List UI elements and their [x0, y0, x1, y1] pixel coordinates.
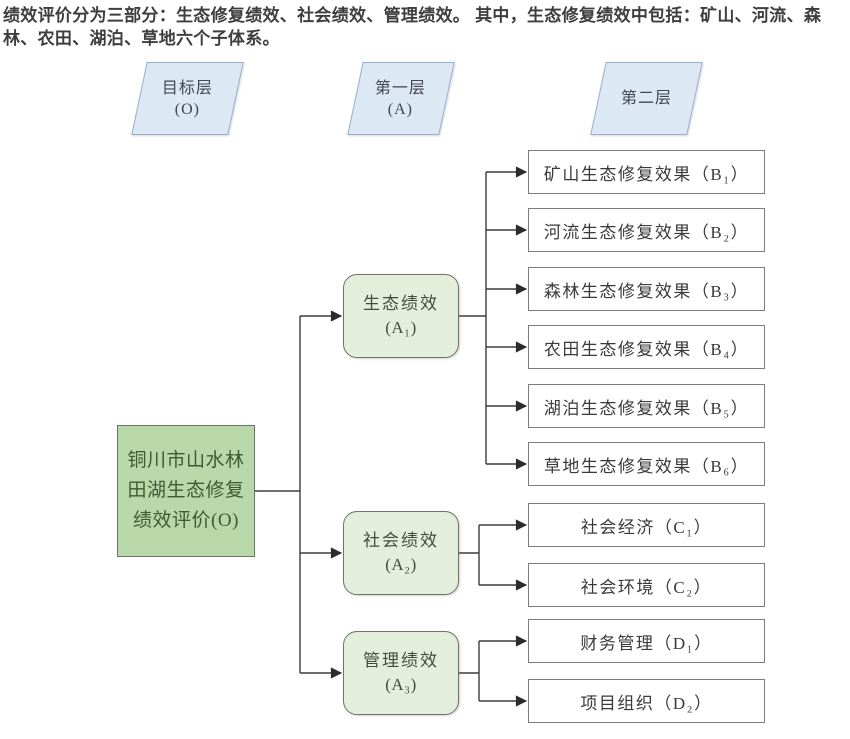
leaf-node-b5: 湖泊生态修复效果（B₅）: [528, 384, 765, 428]
leaf-node-c2: 社会环境（C₂）: [528, 563, 765, 607]
layer-header-first-code: (A): [388, 100, 414, 118]
leaf-node-c1-label: 社会经济（C₁）: [580, 517, 713, 537]
branch-node-a2-label: 社会绩效: [363, 531, 439, 550]
branch-node-a2: 社会绩效 (A₂): [343, 511, 459, 595]
leaf-node-d1-label: 财务管理（D₁）: [580, 633, 713, 653]
leaf-node-b5-label: 湖泊生态修复效果（B₅）: [543, 398, 750, 418]
leaf-node-b4: 农田生态修复效果（B₄）: [528, 325, 765, 369]
layer-header-second-title: 第二层: [620, 90, 672, 107]
branch-node-a3: 管理绩效 (A₃): [343, 631, 459, 715]
leaf-node-d2: 项目组织（D₂）: [528, 679, 765, 723]
branch-node-a3-label: 管理绩效: [363, 651, 439, 670]
root-node-label: 铜川市山水林田湖生态修复绩效评价(O): [127, 450, 245, 531]
leaf-node-b6: 草地生态修复效果（B₆）: [528, 442, 765, 486]
leaf-node-d2-label: 项目组织（D₂）: [580, 693, 713, 713]
layer-header-goal-code: (O): [174, 100, 201, 118]
leaf-node-b2-label: 河流生态修复效果（B₂）: [543, 222, 750, 242]
leaf-node-b3: 森林生态修复效果（B₃）: [528, 267, 765, 311]
leaf-node-b6-label: 草地生态修复效果（B₆）: [543, 456, 750, 476]
branch-node-a1-code: (A₁): [385, 318, 417, 337]
branch-node-a2-code: (A₂): [385, 555, 417, 574]
branch-node-a1: 生态绩效 (A₁): [343, 274, 459, 358]
leaf-node-c1: 社会经济（C₁）: [528, 503, 765, 547]
branch-node-a3-code: (A₃): [385, 675, 417, 694]
branch-node-a1-label: 生态绩效: [363, 294, 439, 313]
layer-header-goal: 目标层 (O): [131, 62, 244, 135]
layer-header-goal-title: 目标层: [161, 79, 213, 97]
layer-header-first: 第一层 (A): [347, 62, 455, 135]
leaf-node-c2-label: 社会环境（C₂）: [580, 577, 713, 597]
leaf-node-b2: 河流生态修复效果（B₂）: [528, 208, 765, 252]
layer-header-second: 第二层: [590, 62, 703, 135]
leaf-node-b1-label: 矿山生态修复效果（B₁）: [543, 164, 750, 184]
leaf-node-b1: 矿山生态修复效果（B₁）: [528, 150, 765, 194]
leaf-node-d1: 财务管理（D₁）: [528, 619, 765, 663]
layer-header-first-title: 第一层: [375, 79, 427, 97]
root-node: 铜川市山水林田湖生态修复绩效评价(O): [117, 425, 255, 557]
leaf-node-b4-label: 农田生态修复效果（B₄）: [543, 339, 750, 359]
leaf-node-b3-label: 森林生态修复效果（B₃）: [543, 281, 750, 301]
intro-text: 绩效评价分为三部分：生态修复绩效、社会绩效、管理绩效。 其中，生态修复绩效中包括…: [3, 6, 822, 48]
